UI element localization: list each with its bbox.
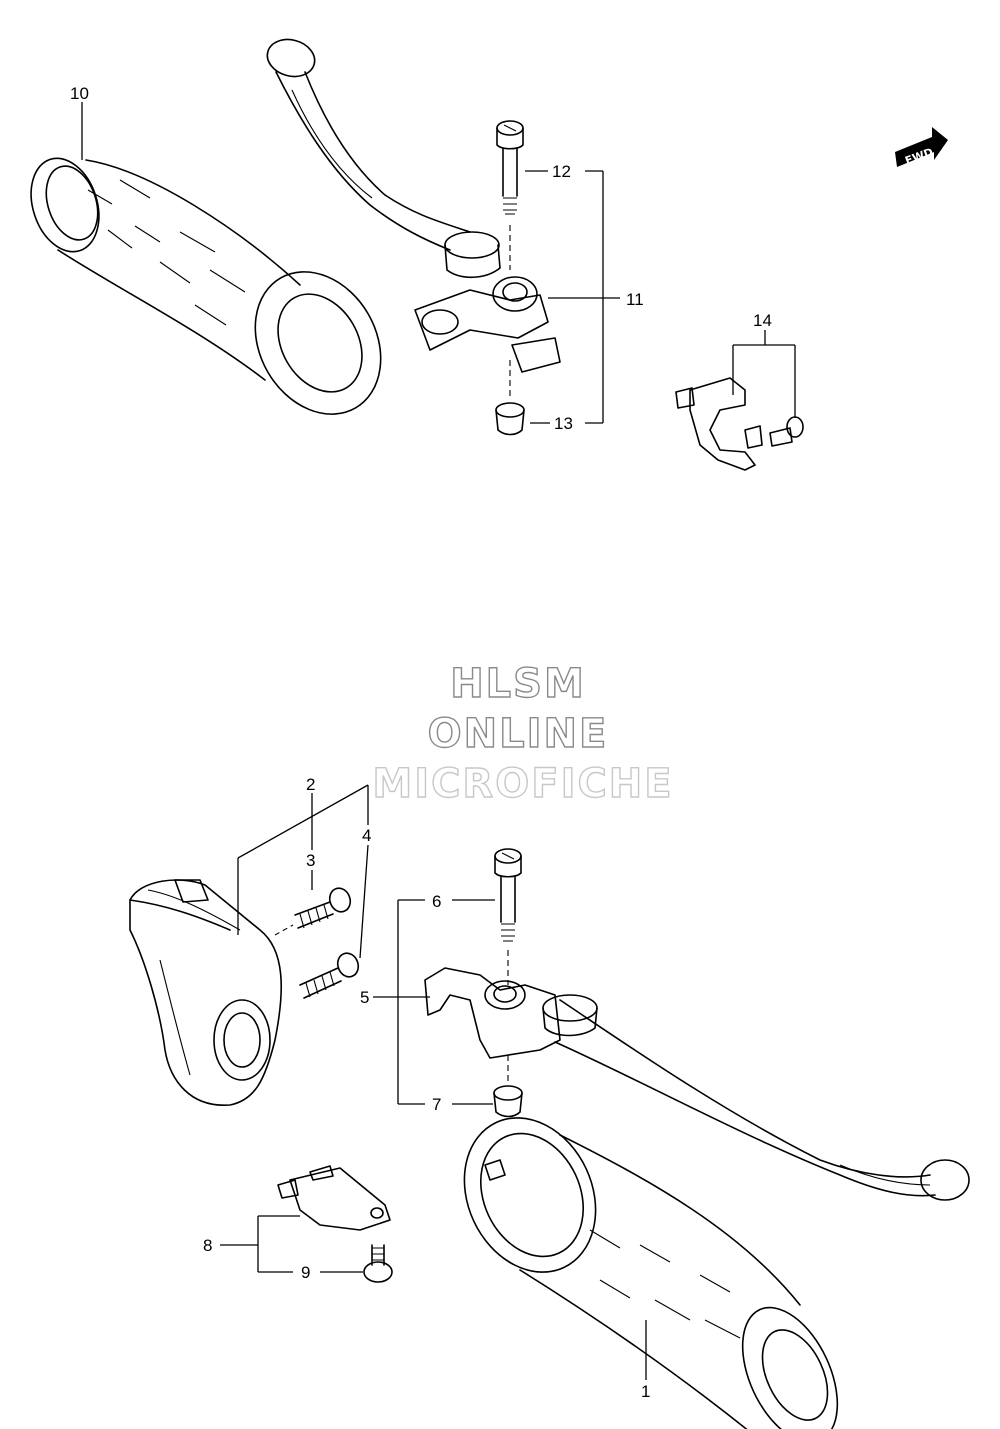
grip-left-top xyxy=(30,157,382,415)
fwd-arrow-icon: FWD xyxy=(895,127,948,168)
watermark-line-2: ONLINE xyxy=(428,711,609,757)
switch-8 xyxy=(277,1165,391,1231)
screw-9 xyxy=(363,1244,393,1283)
nut-7 xyxy=(493,1085,523,1118)
screw-3 xyxy=(294,887,352,929)
nut-13 xyxy=(495,402,525,436)
grip-right-bottom xyxy=(463,1117,839,1429)
screw-4 xyxy=(299,952,360,999)
callout-9: 9 xyxy=(301,1263,310,1282)
callout-6: 6 xyxy=(432,892,441,911)
callout-12: 12 xyxy=(552,162,571,181)
brake-lever xyxy=(424,967,970,1201)
callout-11: 11 xyxy=(626,290,644,309)
watermark-line-1: HLSM xyxy=(450,661,586,707)
watermark-line-3: MICROFICHE xyxy=(372,761,673,807)
callout-8: 8 xyxy=(203,1236,212,1255)
callout-14: 14 xyxy=(753,311,772,330)
callout-3: 3 xyxy=(306,851,315,870)
leader-lines-top xyxy=(81,102,796,424)
callout-10: 10 xyxy=(70,84,89,103)
throttle-housing xyxy=(129,879,283,1106)
clutch-lever-top xyxy=(266,38,561,373)
callout-1: 1 xyxy=(641,1382,650,1401)
callout-4: 4 xyxy=(362,826,371,845)
callout-13: 13 xyxy=(554,414,573,433)
switch-14 xyxy=(675,377,804,471)
bolt-6 xyxy=(494,848,522,942)
callout-5: 5 xyxy=(360,988,369,1007)
leader-lines-bottom xyxy=(220,784,647,1380)
callout-7: 7 xyxy=(432,1095,441,1114)
callout-2: 2 xyxy=(306,775,315,794)
bolt-12 xyxy=(496,120,524,215)
